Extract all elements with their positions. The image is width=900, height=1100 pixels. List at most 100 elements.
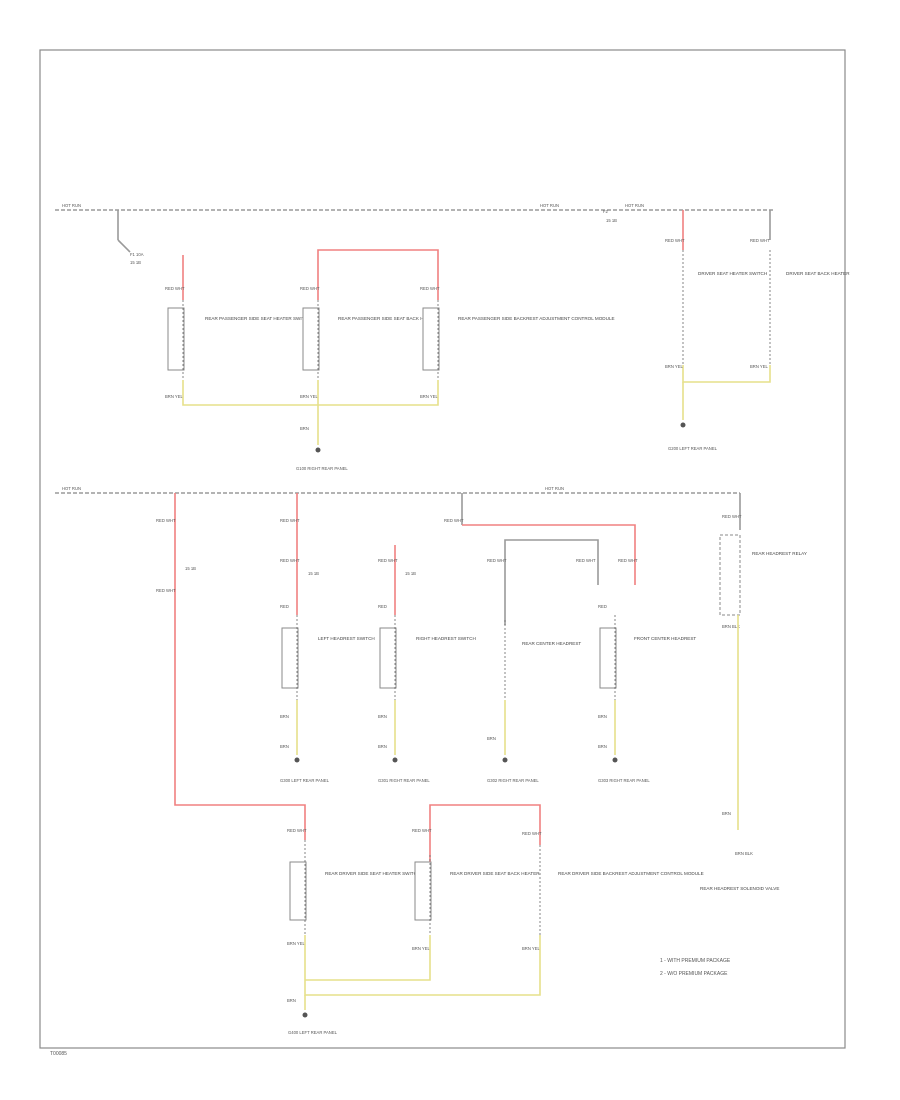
top-left-diag	[117, 239, 131, 253]
pin-hi-top: RED WHT	[444, 518, 464, 523]
power-wire-long-left	[174, 493, 306, 840]
pin-i-gnd2: BRN	[598, 744, 607, 749]
pin-f-gnd2: BRN	[280, 744, 289, 749]
component-g-body	[379, 627, 397, 689]
ground-pin-top: BRN	[300, 426, 309, 431]
component-f-label: LEFT HEADREST SWITCH	[318, 636, 375, 641]
pin-i-1: RED WHT	[576, 558, 596, 563]
ground-g1-node	[315, 447, 321, 453]
pin-i-3: RED	[598, 604, 607, 609]
component-l-body	[414, 861, 432, 921]
component-d-label: DRIVER SEAT HEATER SWITCH	[698, 271, 767, 276]
ground-g4-node	[392, 757, 398, 763]
top-bus-label-left: HOT RUN	[62, 203, 81, 208]
figure-id: T00085	[50, 1051, 67, 1057]
ground-g2-label: G200 LEFT REAR PANEL	[668, 446, 718, 451]
note-1: 1 - WITH PREMIUM PACKAGE	[660, 958, 731, 964]
fuse-f5-label: 15 1B	[405, 571, 416, 576]
pin-right1-top: RED WHT	[665, 238, 685, 243]
pin-g-2: RED	[378, 604, 387, 609]
pin-g-1: RED WHT	[378, 558, 398, 563]
pin-b-top: RED WHT	[300, 286, 320, 291]
ground-g6-label: G303 RIGHT REAR PANEL	[598, 778, 650, 783]
pin-m-top: RED WHT	[522, 831, 542, 836]
fuse-f4-label: 15 1B	[308, 571, 319, 576]
component-a-body	[167, 307, 185, 371]
component-j-body	[719, 534, 741, 616]
pin-f-gnd1: BRN	[280, 714, 289, 719]
pin-left-long-2: RED WHT	[156, 588, 176, 593]
component-i-body	[599, 627, 617, 689]
fuse-f1-label: F1 10A	[130, 252, 144, 257]
ground-wire-right-top	[682, 365, 771, 383]
pin-g-gnd1: BRN	[378, 714, 387, 719]
pin-b-bottom: BRN YEL	[300, 394, 319, 399]
component-b-body	[302, 307, 320, 371]
pin-c-top: RED WHT	[420, 286, 440, 291]
ground-wire-top	[182, 380, 439, 406]
component-m-label: REAR DRIVER SIDE BACKREST ADJUSTMENT CON…	[558, 871, 704, 876]
pin-j-gnd: BRN	[722, 811, 731, 816]
component-i-label: FRONT CENTER HEADREST	[634, 636, 696, 641]
fuse-f2-tag: 15 1B	[606, 218, 617, 223]
pin-l-top: RED WHT	[412, 828, 432, 833]
pin-i-gnd1: BRN	[598, 714, 607, 719]
component-c-body	[422, 307, 440, 371]
component-b-label: REAR PASSENGER SIDE SEAT BACK HEATER	[338, 316, 439, 321]
component-k-label: REAR DRIVER SIDE SEAT HEATER SWITCH	[325, 871, 420, 876]
pin-h-1: RED WHT	[487, 558, 507, 563]
component-g-label: RIGHT HEADREST SWITCH	[416, 636, 476, 641]
pin-right2-bottom: BRN YEL	[750, 364, 769, 369]
ground-wire-bottom-inner	[305, 935, 431, 981]
pin-g-gnd2: BRN	[378, 744, 387, 749]
pin-m-bottom: BRN YEL	[522, 946, 541, 951]
ground-g7-node	[302, 1012, 308, 1018]
power-wire-lm	[429, 804, 541, 865]
pin-a-bottom: BRN YEL	[165, 394, 184, 399]
component-n-label: REAR HEADREST SOLENOID VALVE	[700, 886, 779, 891]
component-e-label: DRIVER SEAT BACK HEATER	[786, 271, 850, 276]
pin-k-bottom: BRN YEL	[287, 941, 306, 946]
pin-f-1: RED WHT	[280, 518, 300, 523]
ground-g4-label: G301 RIGHT REAR PANEL	[378, 778, 430, 783]
bottom-bus-label-mid: HOT RUN	[545, 486, 564, 491]
pin-a-top: RED WHT	[165, 286, 185, 291]
top-bus-label-mid: HOT RUN	[540, 203, 559, 208]
power-wire-hi	[462, 524, 636, 585]
ground-g3-label: G300 LEFT REAR PANEL	[280, 778, 330, 783]
pin-f-3: RED	[280, 604, 289, 609]
pin-c-bottom: BRN YEL	[420, 394, 439, 399]
pin-bottom-gnd: BRN	[287, 998, 296, 1003]
ground-g1-label: G100 RIGHT REAR PANEL	[296, 466, 348, 471]
component-h-label: REAR CENTER HEADREST	[522, 641, 581, 646]
pin-l-bottom: BRN YEL	[412, 946, 431, 951]
power-wire-bc	[317, 249, 439, 300]
pin-n-code: BRN BLK	[735, 851, 753, 856]
component-a-label: REAR PASSENGER SIDE SEAT HEATER SWITCH	[205, 316, 311, 321]
pin-j-bottom: BRN BLK	[722, 624, 740, 629]
ground-g6-node	[612, 757, 618, 763]
pin-left-long-1: RED WHT	[156, 518, 176, 523]
component-l-label: REAR DRIVER SIDE SEAT BACK HEATER	[450, 871, 540, 876]
ground-g5-label: G302 RIGHT REAR PANEL	[487, 778, 539, 783]
pin-h-gnd: BRN	[487, 736, 496, 741]
component-f-body	[281, 627, 299, 689]
fuse-f1-tag: 15 1B	[130, 260, 141, 265]
pin-right2-top: RED WHT	[750, 238, 770, 243]
fuse-f2-label: F2	[603, 209, 609, 214]
ground-wire-bottom	[304, 935, 541, 996]
ground-g5-node	[502, 757, 508, 763]
diagram-frame	[39, 49, 846, 1049]
component-c-label: REAR PASSENGER SIDE BACKREST ADJUSTMENT …	[458, 316, 615, 321]
component-j-label: REAR HEADREST RELAY	[752, 551, 807, 556]
feed-wire-hi-inner	[504, 539, 599, 625]
ground-g3-node	[294, 757, 300, 763]
component-k-body	[289, 861, 307, 921]
top-bus-label-right: HOT RUN	[625, 203, 644, 208]
fuse-f3-label: 15 1B	[185, 566, 196, 571]
bottom-bus-label-left: HOT RUN	[62, 486, 81, 491]
pin-j-top: RED WHT	[722, 514, 742, 519]
pin-k-top: RED WHT	[287, 828, 307, 833]
note-2: 2 - W/O PREMIUM PACKAGE	[660, 971, 728, 977]
